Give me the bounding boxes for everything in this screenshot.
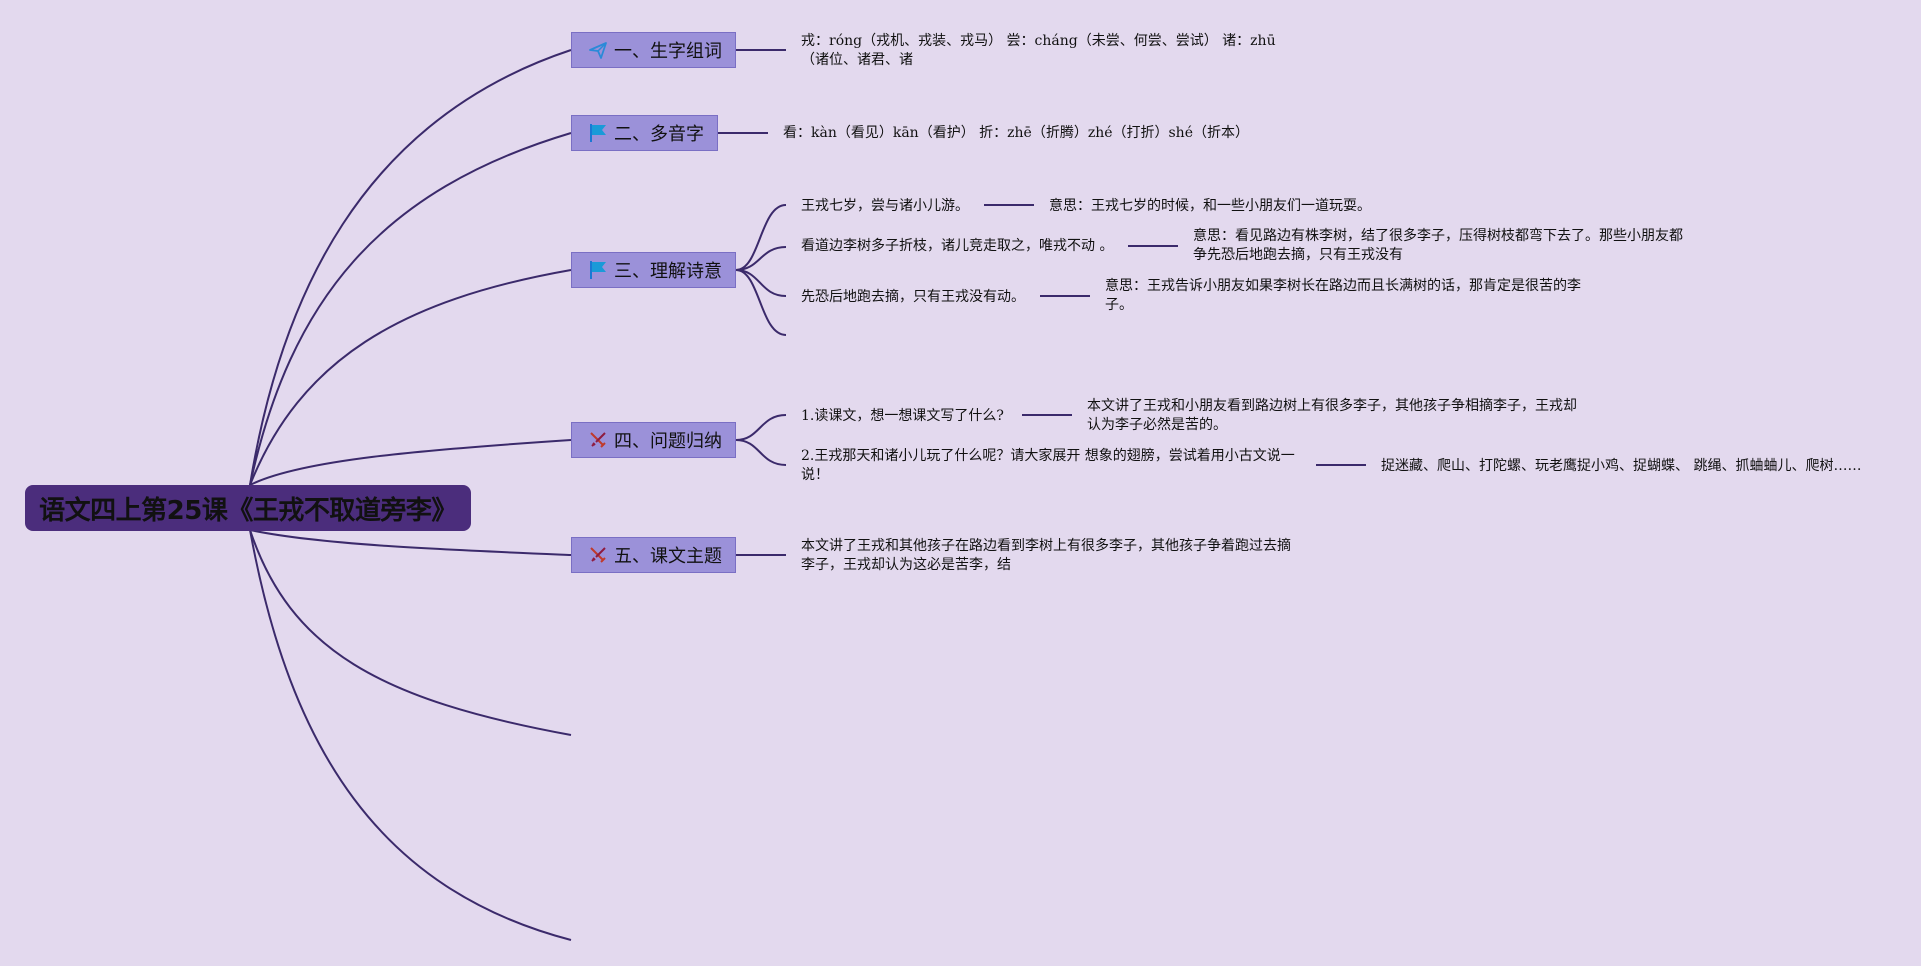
topic-label: 一、生字组词 <box>614 41 722 62</box>
topic-questions[interactable]: 四、问题归纳 <box>571 422 736 458</box>
poem-line-3: 先恐后地跑去摘，只有王戎没有动。 <box>801 289 1025 305</box>
topic-polyphones[interactable]: 二、多音字 <box>571 115 718 151</box>
topic-label: 三、理解诗意 <box>614 261 722 282</box>
poem-meaning-3: 意思：王戎告诉小朋友如果李树长在路边而且长满树的话，那肯定是很苦的李子。 <box>1105 278 1581 313</box>
polyphones-text: 看：kàn（看见）kān（看护） 折：zhē（折腾）zhé（打折）shé（折本） <box>783 125 1249 141</box>
poem-meaning-1: 意思：王戎七岁的时候，和一些小朋友们一道玩耍。 <box>1049 198 1371 214</box>
flag-icon <box>590 261 606 279</box>
vocabulary-text: 戎：róng（戎机、戎装、戎马） 尝：cháng（未尝、何尝、尝试） 诸：zhū… <box>801 33 1276 68</box>
poem-meaning-2: 意思：看见路边有株李树，结了很多李子，压得树枝都弯下去了。那些小朋友都争先恐后地… <box>1193 228 1683 263</box>
poem-line-2: 看道边李树多子折枝，诸儿竞走取之，唯戎不动 。 <box>801 238 1114 254</box>
topic-theme[interactable]: 五、课文主题 <box>571 537 736 573</box>
swords-icon <box>590 432 606 448</box>
question-1: 1.读课文，想一想课文写了什么? <box>801 408 1004 424</box>
topic-label: 四、问题归纳 <box>614 431 722 452</box>
topic-vocabulary[interactable]: 一、生字组词 <box>571 32 736 68</box>
answer-1: 本文讲了王戎和小朋友看到路边树上有很多李子，其他孩子争相摘李子，王戎却认为李子必… <box>1087 398 1577 433</box>
topic-label: 二、多音字 <box>614 124 704 145</box>
flag-icon <box>590 124 606 142</box>
topic-poem-meaning[interactable]: 三、理解诗意 <box>571 252 736 288</box>
theme-text: 本文讲了王戎和其他孩子在路边看到李树上有很多李子，其他孩子争着跑过去摘李子，王戎… <box>801 538 1291 573</box>
answer-2: 捉迷藏、爬山、打陀螺、玩老鹰捉小鸡、捉蝴蝶、 跳绳、抓蛐蛐儿、爬树…… <box>1381 458 1862 474</box>
question-2: 2.王戎那天和诸小儿玩了什么呢？请大家展开 想象的翅膀，尝试着用小古文说一说！ <box>801 448 1295 483</box>
swords-icon <box>590 547 606 563</box>
root-title: 语文四上第25课《王戎不取道旁李》 <box>39 495 457 526</box>
topic-label: 五、课文主题 <box>614 546 722 567</box>
paper-plane-icon <box>589 42 607 59</box>
root-topic[interactable]: 语文四上第25课《王戎不取道旁李》 <box>25 485 471 531</box>
poem-line-1: 王戎七岁，尝与诸小儿游。 <box>801 198 969 214</box>
